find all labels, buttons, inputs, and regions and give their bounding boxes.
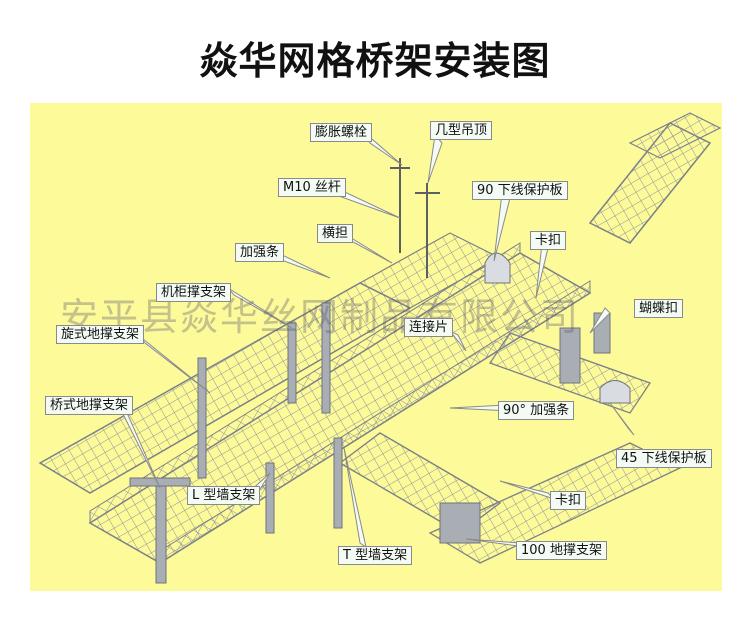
label-l-wall-support: L 型墙支架 [187,486,261,505]
label-expansion-bolt: 膨胀螺栓 [310,123,373,142]
label-butterfly-clip: 蝴蝶扣 [634,299,684,318]
label-drop-guard-45: 45 下线保护板 [616,449,712,468]
label-cross-arm: 横担 [317,224,354,243]
hanger-rods [390,158,440,278]
label-ji-hanger: 几型吊顶 [430,121,493,140]
label-floor-support-100: 100 地撑支架 [516,541,607,560]
tray-artwork [38,112,722,584]
guard-plates [484,252,631,404]
label-clip-top: 卡扣 [530,231,567,250]
label-m10-rod: M10 丝杆 [278,178,346,197]
upper-tray [588,112,722,244]
label-clip-bottom: 卡扣 [550,491,587,510]
label-stiffener-90: 90° 加强条 [498,401,575,420]
label-stiffener: 加强条 [235,243,285,262]
label-t-wall-support: T 型墙支架 [338,546,413,565]
watermark-text: 安平县焱华丝网制品有限公司 [60,295,581,339]
label-rotary-floor-support: 旋式地撑支架 [56,325,145,344]
label-drop-guard-90: 90 下线保护板 [472,181,568,200]
page-title: 焱华网格桥架安装图 [199,39,551,83]
supports [129,302,611,584]
label-connector: 连接片 [404,318,454,337]
installation-diagram: 安平县焱华丝网制品有限公司 膨胀螺栓 几型吊顶 M10 丝杆 90 下线保护板 … [30,103,722,591]
label-cabinet-support: 机柜撑支架 [156,283,232,302]
label-bridge-floor-support: 桥式地撑支架 [45,396,134,415]
